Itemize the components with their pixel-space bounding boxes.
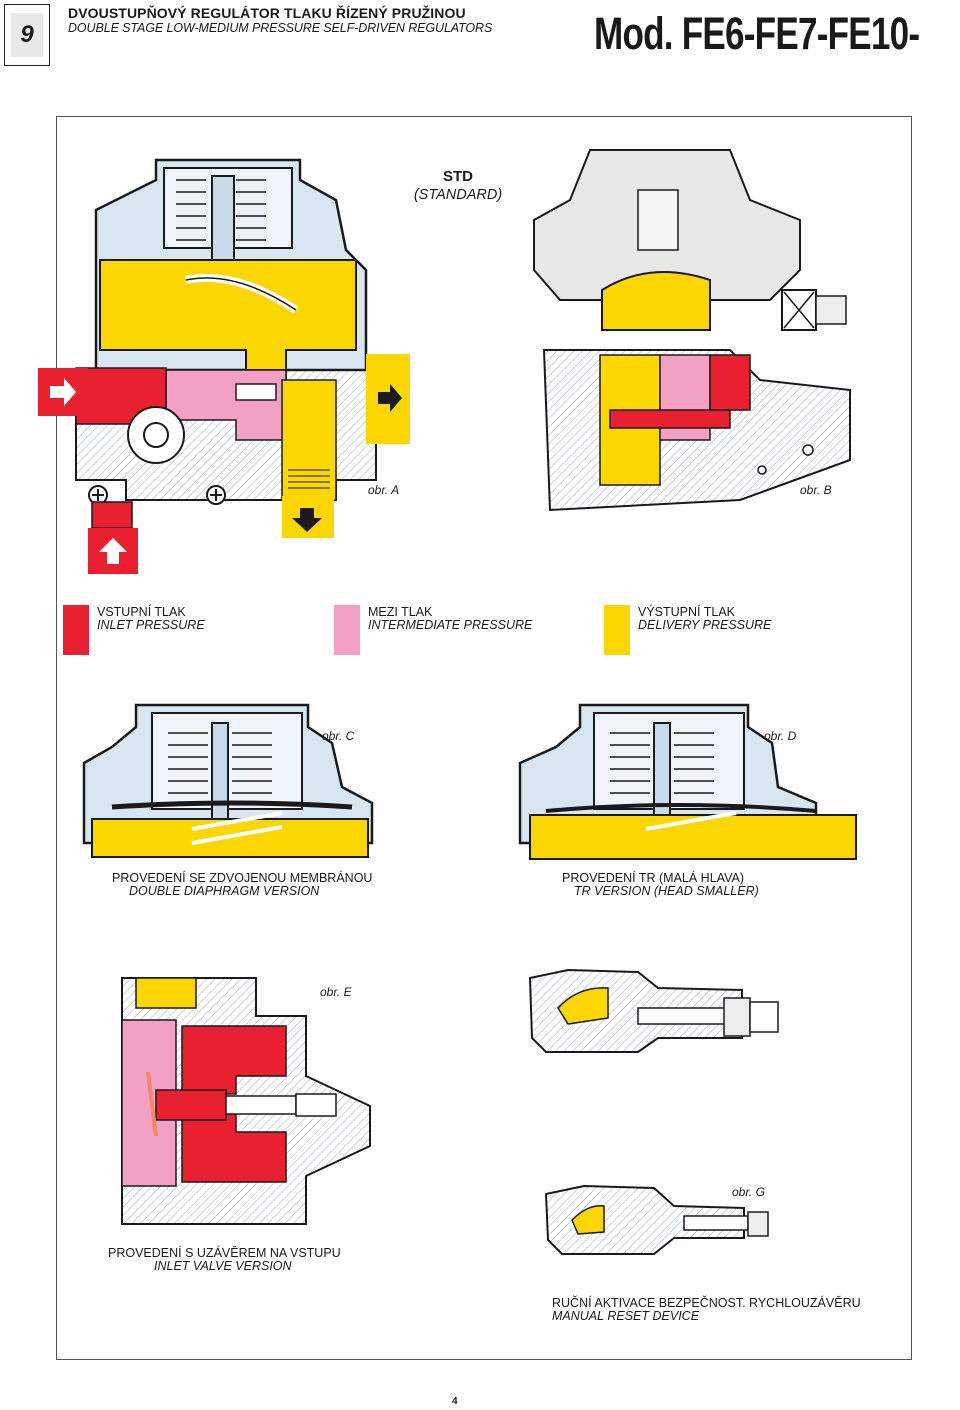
figure-d-drawing: [518, 703, 857, 860]
legend-swatch-delivery: [604, 605, 630, 655]
caption-g-cz: RUČNÍ AKTIVACE BEZPEČNOST. RYCHLOUZÁVĚRU: [552, 1296, 861, 1310]
figure-b-label: obr. B: [800, 483, 832, 497]
caption-d: PROVEDENÍ TR (MALÁ HLAVA) TR VERSION (HE…: [562, 872, 759, 898]
caption-c-cz: PROVEDENÍ SE ZDVOJENOU MEMBRÁNOU: [112, 871, 373, 885]
content-frame: [56, 116, 912, 1360]
page-number-box: 9: [4, 4, 50, 66]
caption-c: PROVEDENÍ SE ZDVOJENOU MEMBRÁNOU DOUBLE …: [112, 872, 372, 898]
figure-g-drawing: [544, 1184, 769, 1255]
caption-e-cz: PROVEDENÍ S UZÁVĚREM NA VSTUPU: [108, 1246, 341, 1260]
header-title-en: DOUBLE STAGE LOW-MEDIUM PRESSURE SELF-DR…: [68, 21, 493, 35]
figure-b-drawing: [533, 149, 851, 512]
legend-intermediate: MEZI TLAK INTERMEDIATE PRESSURE: [368, 606, 532, 632]
page-number: 9: [11, 13, 43, 57]
figure-e-drawing: [121, 977, 371, 1225]
caption-c-en: DOUBLE DIAPHRAGM VERSION: [129, 884, 320, 898]
legend-intermediate-cz: MEZI TLAK: [368, 605, 433, 619]
legend-delivery-en: DELIVERY PRESSURE: [638, 618, 772, 632]
legend-inlet-en: INLET PRESSURE: [97, 618, 205, 632]
legend-inlet: VSTUPNÍ TLAK INLET PRESSURE: [97, 606, 205, 632]
figure-f-drawing: [528, 968, 779, 1053]
footer-page-number: 4: [452, 1396, 458, 1407]
caption-d-cz: PROVEDENÍ TR (MALÁ HLAVA): [562, 871, 744, 885]
figure-e-label: obr. E: [320, 985, 352, 999]
figure-d-label: obr. D: [764, 729, 797, 743]
model-title: Mod. FE6-FE7-FE10-: [594, 8, 920, 59]
caption-g: RUČNÍ AKTIVACE BEZPEČNOST. RYCHLOUZÁVĚRU…: [552, 1297, 861, 1323]
caption-d-en: TR VERSION (HEAD SMALLER): [574, 884, 759, 898]
figure-c-drawing: [82, 703, 374, 858]
figure-a-drawing: [38, 158, 410, 574]
legend-inlet-cz: VSTUPNÍ TLAK: [97, 605, 186, 619]
figure-c-label: obr. C: [322, 729, 355, 743]
legend-delivery-cz: VÝSTUPNÍ TLAK: [638, 605, 736, 619]
caption-g-en: MANUAL RESET DEVICE: [552, 1309, 700, 1323]
std-subtitle: (STANDARD): [413, 187, 503, 203]
legend-swatch-intermediate: [334, 605, 360, 655]
caption-e-en: INLET VALVE VERSION: [154, 1259, 292, 1273]
figure-g-label: obr. G: [732, 1185, 765, 1199]
header-title-cz: DVOUSTUPŇOVÝ REGULÁTOR TLAKU ŘÍZENÝ PRUŽ…: [68, 5, 466, 21]
legend-delivery: VÝSTUPNÍ TLAK DELIVERY PRESSURE: [638, 606, 771, 632]
caption-e: PROVEDENÍ S UZÁVĚREM NA VSTUPU INLET VAL…: [108, 1247, 341, 1273]
std-title: STD: [443, 168, 473, 185]
figure-a-label: obr. A: [368, 483, 400, 497]
legend-intermediate-en: INTERMEDIATE PRESSURE: [368, 618, 533, 632]
legend-swatch-inlet: [63, 605, 89, 655]
